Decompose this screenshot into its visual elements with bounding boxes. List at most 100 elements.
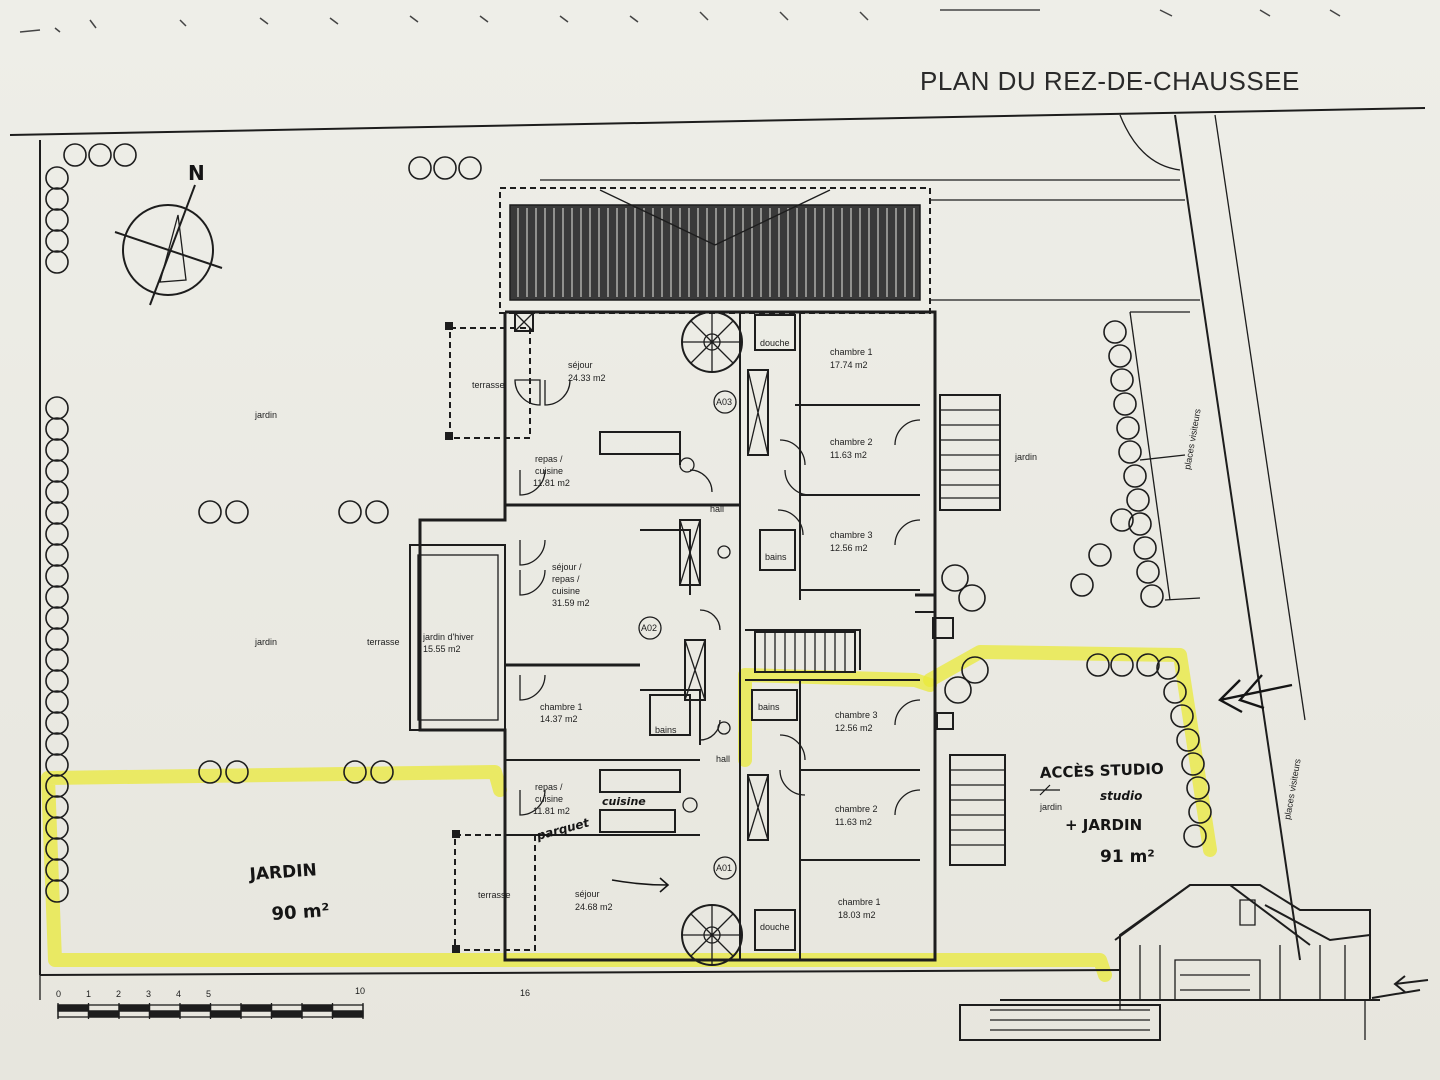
- a02-jh-area: 15.55 m2: [423, 644, 461, 654]
- tree-circle: [1126, 488, 1150, 512]
- tree-circle: [1176, 728, 1200, 752]
- unit-code-a03: A03: [716, 397, 732, 407]
- a03-ch3-name: chambre 3: [830, 530, 873, 540]
- a01-repas-name: repas /: [535, 782, 563, 792]
- tree-circle: [45, 879, 69, 903]
- tree-circle: [45, 627, 69, 651]
- unit-code-a01: A01: [716, 863, 732, 873]
- tree-circle: [45, 690, 69, 714]
- tree-circle: [45, 166, 69, 190]
- tree-circle: [1186, 776, 1210, 800]
- unit-codes: A03 A02 A01: [638, 390, 737, 880]
- places-visiteurs-2: places visiteurs: [1282, 758, 1303, 821]
- scale-2: 2: [116, 989, 121, 999]
- tree-circle: [1070, 573, 1094, 597]
- a03-bath: bains: [765, 552, 787, 562]
- tree-circle: [1110, 653, 1134, 677]
- tree-circle: [1188, 800, 1212, 824]
- a02-ch1-name: chambre 1: [540, 702, 583, 712]
- scale-0: 0: [56, 989, 61, 999]
- tree-circle: [944, 676, 972, 704]
- a01-repas-area: 11.81 m2: [533, 806, 570, 816]
- tree-circle: [45, 795, 69, 819]
- a02-sejour-area: 31.59 m2: [552, 598, 590, 608]
- tree-circle: [45, 396, 69, 420]
- jardin-label-4: jardin: [1039, 802, 1062, 812]
- tree-circle: [1113, 392, 1137, 416]
- handwritten-notes: JARDIN 90 m² ACCÈS STUDIO studio + JARDI…: [248, 674, 1293, 925]
- tree-circle: [113, 143, 137, 167]
- a01-bath: bains: [758, 702, 780, 712]
- tree-circle: [45, 480, 69, 504]
- hand-arrow-studio-access: [1218, 674, 1293, 714]
- a03-ch1-name: chambre 1: [830, 347, 873, 357]
- top-perforation: [19, 9, 1341, 33]
- tree-circle: [1133, 536, 1157, 560]
- hand-arrow-small: [1030, 784, 1060, 796]
- scale-1: 1: [86, 989, 91, 999]
- hall-label-2: hall: [716, 754, 730, 764]
- compass-north-letter: N: [188, 161, 205, 185]
- building-walls: [418, 310, 937, 962]
- jardin-label-2: jardin: [254, 637, 277, 647]
- tree-circle: [88, 143, 112, 167]
- tree-circle: [225, 500, 249, 524]
- tree-circle: [1110, 508, 1134, 532]
- terraces: [409, 322, 536, 953]
- scale-5: 5: [206, 989, 211, 999]
- tree-circle: [45, 250, 69, 274]
- tree-circle: [63, 143, 87, 167]
- tree-circle: [45, 774, 69, 798]
- hand-cuisine-note: cuisine: [602, 795, 646, 808]
- a02-sejour-name1: séjour /: [552, 562, 582, 572]
- north-canopy: [499, 187, 931, 314]
- tree-circle: [1156, 656, 1180, 680]
- tree-circle: [1086, 653, 1110, 677]
- tree-circle: [45, 417, 69, 441]
- a01-sejour-area: 24.68 m2: [575, 902, 613, 912]
- tree-circle: [941, 564, 969, 592]
- tree-circle: [45, 564, 69, 588]
- scale-extra-16: 16: [520, 988, 530, 998]
- compass-rose: N: [114, 161, 223, 306]
- a01-terrace: terrasse: [478, 890, 511, 900]
- tree-circle: [45, 816, 69, 840]
- a01-ch1-area: 18.03 m2: [838, 910, 876, 920]
- section-drawing: [959, 884, 1429, 1041]
- a01-ch2-name: chambre 2: [835, 804, 878, 814]
- tree-circle: [1136, 560, 1160, 584]
- a01-ch3-area: 12.56 m2: [835, 723, 873, 733]
- a01-shower: douche: [760, 922, 790, 932]
- tree-circle: [1163, 680, 1187, 704]
- a01-ch3-name: chambre 3: [835, 710, 878, 720]
- tree-circle: [1088, 543, 1112, 567]
- tree-circle: [343, 760, 367, 784]
- site-boundary: [39, 114, 1306, 976]
- a03-repas-name2: cuisine: [535, 466, 563, 476]
- scale-bar: 0 1 2 3 4 5 10 16: [39, 975, 530, 1019]
- hand-arrow-sejour: [611, 877, 670, 893]
- bathroom-fixtures: [649, 314, 798, 951]
- left-garden-highlight: [41, 765, 1112, 982]
- tree-circle: [45, 229, 69, 253]
- tree-circle: [45, 459, 69, 483]
- a02-sejour-name2: repas /: [552, 574, 580, 584]
- tree-circle: [1103, 320, 1127, 344]
- tree-circle: [961, 656, 989, 684]
- tree-circle: [45, 858, 69, 882]
- a02-ch1-area: 14.37 m2: [540, 714, 578, 724]
- tree-circle: [370, 760, 394, 784]
- a03-sejour-area: 24.33 m2: [568, 373, 606, 383]
- tree-circle: [1110, 368, 1134, 392]
- tree-circle: [365, 500, 389, 524]
- tree-circle: [458, 156, 482, 180]
- tree-plantings: [45, 143, 1212, 903]
- tree-circle: [45, 732, 69, 756]
- a02-sejour-name3: cuisine: [552, 586, 580, 596]
- tree-circle: [45, 522, 69, 546]
- tree-circle: [1140, 584, 1164, 608]
- a01-ch1-name: chambre 1: [838, 897, 881, 907]
- a03-ch1-area: 17.74 m2: [830, 360, 868, 370]
